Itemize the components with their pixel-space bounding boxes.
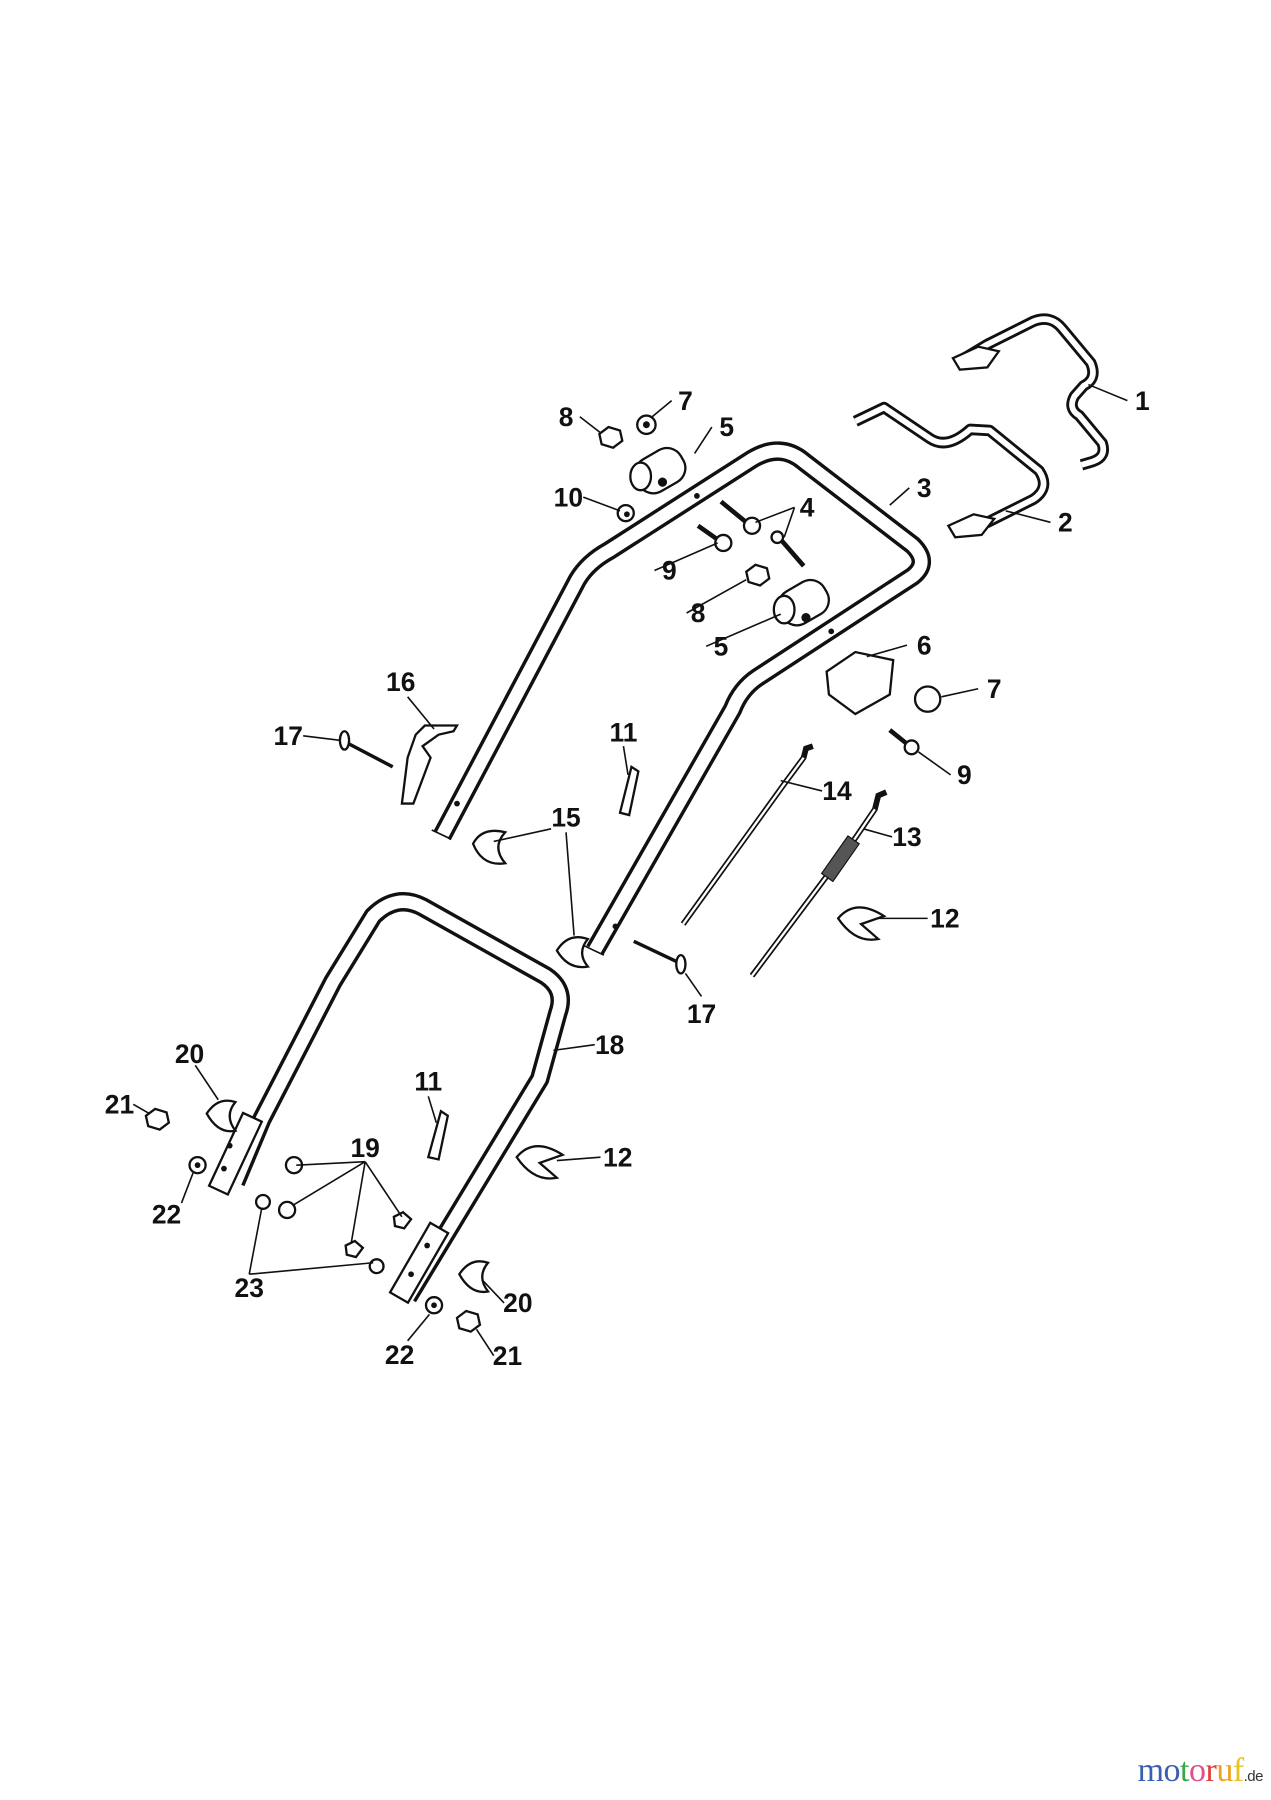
label-16: 16 bbox=[386, 667, 415, 697]
label-23: 23 bbox=[235, 1273, 264, 1303]
part-5-clamp-upper bbox=[629, 446, 687, 495]
label-7: 7 bbox=[678, 386, 693, 416]
logo-letter: t bbox=[1180, 1752, 1189, 1789]
logo-letter: r bbox=[1205, 1752, 1217, 1789]
label-7: 7 bbox=[987, 674, 1002, 704]
label-20: 20 bbox=[503, 1288, 532, 1318]
label-18: 18 bbox=[595, 1030, 624, 1060]
label-5: 5 bbox=[719, 412, 734, 442]
label-21: 21 bbox=[105, 1090, 134, 1120]
label-3: 3 bbox=[917, 473, 932, 503]
label-22: 22 bbox=[385, 1340, 414, 1370]
label-12: 12 bbox=[930, 904, 959, 934]
label-9: 9 bbox=[957, 760, 972, 790]
label-4: 4 bbox=[800, 493, 815, 523]
part-18-lower-handle bbox=[207, 892, 570, 1305]
label-17: 17 bbox=[687, 999, 716, 1029]
label-9: 9 bbox=[662, 556, 677, 586]
label-1: 1 bbox=[1135, 386, 1150, 416]
label-10: 10 bbox=[554, 482, 583, 512]
label-13: 13 bbox=[892, 822, 921, 852]
label-8: 8 bbox=[691, 598, 706, 628]
logo-letter: o bbox=[1188, 1752, 1206, 1789]
small-hardware bbox=[144, 414, 942, 1333]
label-8: 8 bbox=[559, 402, 574, 432]
label-5: 5 bbox=[714, 631, 729, 661]
motoruf-logo: motoruf.de bbox=[1137, 1752, 1264, 1790]
logo-suffix: .de bbox=[1243, 1768, 1264, 1785]
label-21: 21 bbox=[493, 1341, 522, 1371]
callout-labels: 1 2 3 4 5 5 6 7 7 8 8 9 9 10 11 11 12 12… bbox=[105, 386, 1150, 1371]
logo-letter: u bbox=[1216, 1752, 1233, 1789]
part-13-cable bbox=[749, 789, 888, 978]
label-19: 19 bbox=[350, 1133, 379, 1163]
logo-letter: m bbox=[1137, 1752, 1164, 1789]
part-1-control-bar bbox=[951, 313, 1110, 471]
part-14-cable bbox=[680, 743, 814, 926]
logo-letter: f bbox=[1232, 1752, 1244, 1789]
part-2-control-bar bbox=[852, 401, 1050, 539]
label-2: 2 bbox=[1058, 508, 1073, 538]
label-20: 20 bbox=[175, 1039, 204, 1069]
label-22: 22 bbox=[152, 1200, 181, 1230]
label-6: 6 bbox=[917, 630, 932, 660]
label-17: 17 bbox=[274, 721, 303, 751]
label-12: 12 bbox=[603, 1142, 632, 1172]
part-3-upper-handle bbox=[431, 441, 932, 956]
logo-letter: o bbox=[1163, 1752, 1181, 1789]
leader-lines bbox=[132, 383, 1128, 1357]
label-14: 14 bbox=[822, 776, 852, 806]
part-5-clamp-lower bbox=[772, 578, 830, 627]
label-15: 15 bbox=[551, 803, 580, 833]
label-11: 11 bbox=[414, 1067, 442, 1097]
label-11: 11 bbox=[609, 718, 637, 748]
logo-text: motoruf bbox=[1137, 1752, 1245, 1789]
